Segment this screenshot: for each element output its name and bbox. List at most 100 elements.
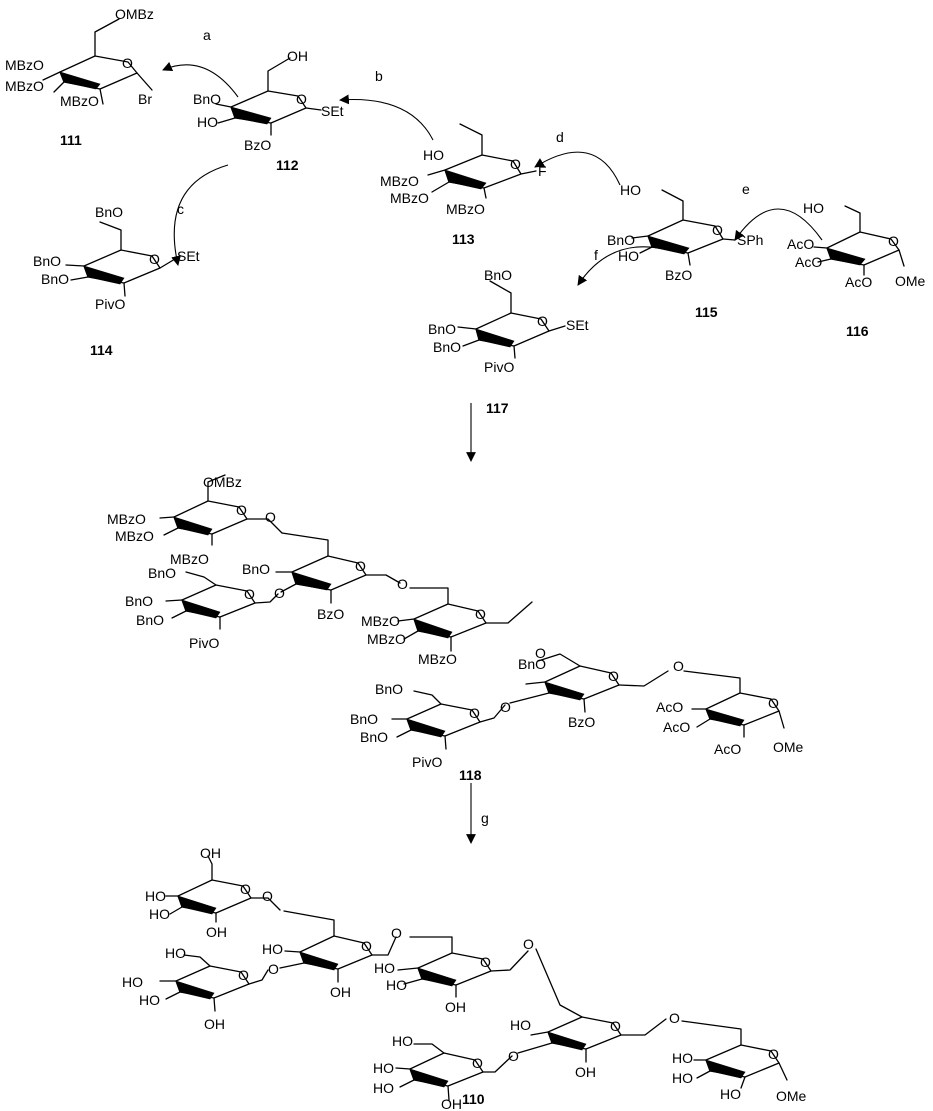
ring-o-D: O [475, 606, 486, 622]
110-linker-o-A: O [262, 888, 273, 904]
group-PivO: PivO [484, 359, 514, 375]
compound-label-111: 111 [60, 132, 82, 148]
118-MBzO-6: MBzO [418, 651, 457, 667]
compound-label-118: 118 [459, 767, 482, 783]
ring-o: O [296, 91, 307, 107]
step-b: b [375, 68, 383, 84]
118-BnO-4: BnO [242, 561, 270, 577]
110-linker-o-D: O [523, 936, 534, 952]
110-ring-o-F: O [610, 1018, 621, 1034]
linker-o-A: O [265, 509, 276, 525]
118-PivO-2: PivO [412, 754, 442, 770]
group-HO: HO [803, 200, 824, 216]
compound-114: O BnO BnO BnO PivO SEt 114 [33, 204, 200, 358]
ring-o: O [537, 313, 548, 329]
group-MBzO-2: MBzO [390, 190, 429, 206]
compound-label-114: 114 [90, 342, 113, 358]
110-HO-12: HO [510, 1017, 531, 1033]
118-MBzO-3: MBzO [170, 551, 209, 567]
ring-o: O [712, 222, 723, 238]
118-BnO-5: BnO [375, 681, 403, 697]
118-BnO-1: BnO [148, 565, 176, 581]
110-OH-5: OH [445, 999, 466, 1015]
118-AcO-1: AcO [656, 699, 683, 715]
linker-o-D: O [535, 645, 546, 661]
step-c: c [177, 201, 184, 217]
compound-117: O BnO BnO BnO PivO SEt 117 [428, 267, 589, 416]
group-OMe: OMe [895, 273, 926, 289]
compound-label-116: 116 [846, 323, 869, 339]
group-MBzO-3: MBzO [60, 93, 99, 109]
118-BnO-6: BnO [350, 711, 378, 727]
group-BzO: BzO [244, 137, 271, 153]
118-BzO-1: BzO [317, 606, 344, 622]
118-BnO-2: BnO [125, 593, 153, 609]
110-OH-2: OH [206, 924, 227, 940]
group-MBzO-1: MBzO [5, 57, 44, 73]
110-HO-6: HO [262, 941, 283, 957]
118-BnO-7: BnO [360, 729, 388, 745]
group-SEt: SEt [177, 248, 200, 264]
110-ring-o-G: O [768, 1046, 779, 1062]
group-BnO-4: BnO [33, 253, 61, 269]
compound-111: O OMBz MBzO MBzO MBzO Br 111 [5, 6, 154, 148]
110-linker-o-F: O [669, 1010, 680, 1026]
110-ring-o-E: O [472, 1055, 483, 1071]
110-OH-4: OH [330, 984, 351, 1000]
118-MBzO-2: MBzO [115, 528, 154, 544]
group-BnO-3: BnO [433, 339, 461, 355]
compound-label-115: 115 [695, 304, 718, 320]
group-BnO: BnO [607, 232, 635, 248]
step-f: f [594, 247, 598, 263]
110-HO-11: HO [373, 1080, 394, 1096]
linker-o-B: O [274, 585, 285, 601]
110-HO-7: HO [374, 960, 395, 976]
110-HO-15: HO [720, 1086, 741, 1102]
compound-112: O OH BnO HO BzO SEt 112 [193, 48, 344, 173]
ring-o-C: O [355, 558, 366, 574]
110-OH-3: OH [204, 1016, 225, 1032]
group-SEt: SEt [321, 103, 344, 119]
118-AcO-3: AcO [714, 741, 741, 757]
group-HO: HO [197, 114, 218, 130]
ring-o: O [122, 55, 133, 71]
110-OH-1: OH [200, 845, 221, 861]
linker-o-E: O [500, 699, 511, 715]
118-BzO-2: BzO [568, 714, 595, 730]
step-d: d [556, 129, 564, 145]
group-HO-6: HO [620, 182, 641, 198]
group-F: F [538, 163, 547, 179]
110-ring-o-A: O [240, 881, 251, 897]
110-OMe: OMe [776, 1088, 807, 1104]
group-AcO-2: AcO [845, 274, 872, 290]
110-ring-o-D: O [480, 954, 491, 970]
110-ring-o-C: O [361, 938, 372, 954]
ring-o-G: O [768, 695, 779, 711]
118-BnO-8: BnO [518, 656, 546, 672]
110-HO-1: HO [145, 888, 166, 904]
group-SPh: SPh [737, 232, 763, 248]
group-MBzO-3: MBzO [446, 201, 485, 217]
118-OMe: OMe [773, 739, 804, 755]
compound-115: O HO BnO HO BzO SPh 115 [607, 182, 763, 320]
ring-o: O [149, 251, 160, 267]
ring-o-B: O [244, 586, 255, 602]
step-e: e [742, 181, 750, 197]
110-HO-3: HO [165, 945, 186, 961]
step-g: g [481, 810, 489, 826]
ring-o: O [888, 233, 899, 249]
group-Br: Br [138, 91, 152, 107]
arrow-a [162, 61, 239, 98]
110-OH-6: OH [441, 1096, 462, 1111]
arrow-e [734, 208, 823, 241]
group-HO-3: HO [618, 248, 639, 264]
compound-110: O O OH HO HO OH O HO HO HO OH O O HO O O… [122, 845, 807, 1111]
118-PivO-1: PivO [189, 635, 219, 651]
group-BnO-6: BnO [95, 204, 123, 220]
reaction-arrows: a b c d e f g [162, 27, 823, 844]
group-AcO-4: AcO [787, 236, 814, 252]
compound-label-113: 113 [452, 231, 475, 247]
110-HO-9: HO [392, 1033, 413, 1049]
group-OMBz: OMBz [115, 6, 154, 22]
arrow-b [339, 94, 434, 141]
